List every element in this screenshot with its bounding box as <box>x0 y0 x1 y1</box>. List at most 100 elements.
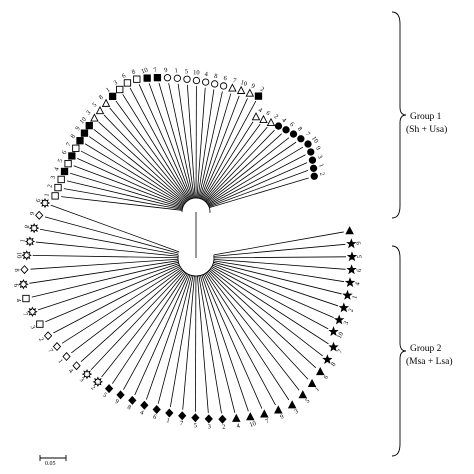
leaf-marker-g1-8 <box>80 129 89 137</box>
leaf-marker-g1-20 <box>173 74 182 82</box>
leaf-marker-g2-0 <box>345 226 354 235</box>
branch-g1-27 <box>200 95 240 199</box>
leaf-label-g2-24: 6 <box>152 413 158 421</box>
leaf-marker-g2-11 <box>315 367 325 376</box>
branch-g2-13 <box>206 271 300 391</box>
leaf-marker-g2-38 <box>18 278 29 290</box>
leaf-marker-g2-18 <box>232 413 241 422</box>
branch-g1-9 <box>93 128 186 204</box>
leaf-marker-g1-28 <box>245 88 255 97</box>
leaf-label-g1-29: 2 <box>259 86 265 94</box>
leaf-label-g1-41: 2 <box>318 171 326 176</box>
leaf-label-g2-34: 2 <box>37 336 45 342</box>
leaf-label-g1-32: 2 <box>272 113 279 121</box>
leaf-label-g1-1: 2 <box>46 184 53 189</box>
branch-g2-34 <box>53 266 181 334</box>
leaf-marker-g2-13 <box>298 390 308 399</box>
branch-g2-39 <box>30 258 179 270</box>
branch-g1-6 <box>80 150 185 206</box>
branch-g1-21 <box>186 84 196 199</box>
leaf-label-g1-26: 7 <box>232 77 238 85</box>
leaf-label-g2-44: 9 <box>34 198 42 203</box>
leaf-marker-g1-2 <box>57 175 65 184</box>
branch-g2-42 <box>39 228 179 256</box>
branch-g1-41 <box>209 177 309 209</box>
leaf-label-g2-37: 4 <box>14 298 22 304</box>
leaf-label-g1-25: 6 <box>223 75 228 83</box>
branch-g2-26 <box>134 274 190 396</box>
leaf-marker-g2-5 <box>342 289 353 300</box>
leaf-marker-g1-27 <box>236 85 246 94</box>
leaf-marker-g1-9 <box>85 121 93 130</box>
leaf-label-g1-23: 4 <box>204 71 208 78</box>
branch-g1-18 <box>158 82 193 199</box>
leaf-label-g2-29: 2 <box>89 384 96 392</box>
leaf-marker-g1-14 <box>116 85 124 94</box>
leaf-marker-g2-31 <box>72 361 81 371</box>
leaf-marker-g1-18 <box>153 74 162 82</box>
leaf-marker-g1-3 <box>60 167 69 176</box>
branch-g1-25 <box>198 91 223 199</box>
leaf-marker-g2-7 <box>333 314 345 325</box>
leaf-marker-g1-16 <box>133 75 141 83</box>
branch-g1-3 <box>70 172 183 208</box>
group2-inner-arc <box>177 255 215 277</box>
group2-label: Group 2 <box>410 344 442 354</box>
leaf-label-g1-28: 9 <box>250 83 256 91</box>
leaf-label-g2-20: 3 <box>208 423 212 430</box>
leaf-label-g1-17: 10 <box>140 67 148 76</box>
leaf-label-g1-8: 9 <box>74 125 82 132</box>
leaf-label-g2-13: 5 <box>304 397 311 405</box>
leaf-label-g1-18: 7 <box>153 66 159 74</box>
branch-g1-23 <box>196 87 206 199</box>
leaf-marker-g2-27 <box>116 390 125 400</box>
leaf-marker-g1-11 <box>95 105 105 115</box>
branch-g1-15 <box>129 87 191 200</box>
leaf-marker-g1-21 <box>183 75 191 83</box>
branch-g1-35 <box>206 137 290 204</box>
leaf-marker-g2-19 <box>218 414 227 424</box>
leaf-label-g1-38: 9 <box>314 145 322 151</box>
leaf-label-g2-2: 5 <box>356 255 363 258</box>
branch-g1-33 <box>205 129 275 202</box>
branch-g1-40 <box>208 169 309 208</box>
leaf-marker-g1-13 <box>108 92 117 101</box>
leaf-marker-g2-26 <box>128 395 137 405</box>
leaf-label-g2-36: 7 <box>21 312 29 318</box>
leaf-label-g2-10: 8 <box>330 361 338 368</box>
group2-brace <box>391 245 407 457</box>
leaf-marker-g1-37 <box>304 140 312 148</box>
leaf-label-g2-28: 5 <box>101 392 108 400</box>
branch-g2-8 <box>211 266 329 330</box>
branch-g1-0 <box>61 196 183 211</box>
leaf-marker-g2-25 <box>140 400 149 410</box>
leaf-marker-g1-36 <box>297 135 305 143</box>
leaf-label-g2-32: 1 <box>56 358 64 365</box>
scale-bar-label: 0.05 <box>45 461 56 467</box>
leaf-label-g2-4: 4 <box>354 281 362 286</box>
leaf-label-g2-1: 9 <box>356 241 363 245</box>
leaf-label-g1-24: 8 <box>214 73 218 80</box>
leaf-marker-g1-29 <box>254 92 263 100</box>
leaf-label-g1-3: 4 <box>53 166 61 172</box>
leaf-marker-g2-22 <box>178 411 187 421</box>
group2-sublabel: (Msa + Lsa) <box>406 357 453 367</box>
leaf-marker-g2-43 <box>35 210 44 220</box>
leaf-label-g2-12: 1 <box>314 386 321 393</box>
leaf-marker-g2-10 <box>322 354 333 365</box>
leaf-marker-g1-10 <box>90 113 99 122</box>
leaf-marker-g1-41 <box>310 172 318 180</box>
branch-g1-38 <box>208 154 306 206</box>
branch-g2-6 <box>212 263 339 307</box>
leaf-marker-g2-3 <box>346 264 357 275</box>
branch-g2-27 <box>123 273 188 390</box>
branch-g1-24 <box>197 89 215 199</box>
leaf-marker-g2-34 <box>43 331 53 341</box>
leaf-label-g2-11: 6 <box>322 373 330 381</box>
leaf-marker-g1-1 <box>54 183 62 192</box>
branch-g2-14 <box>205 272 290 401</box>
branch-g2-36 <box>38 263 180 311</box>
leaf-label-g1-22: 10 <box>193 70 200 77</box>
branch-g1-31 <box>203 124 261 201</box>
